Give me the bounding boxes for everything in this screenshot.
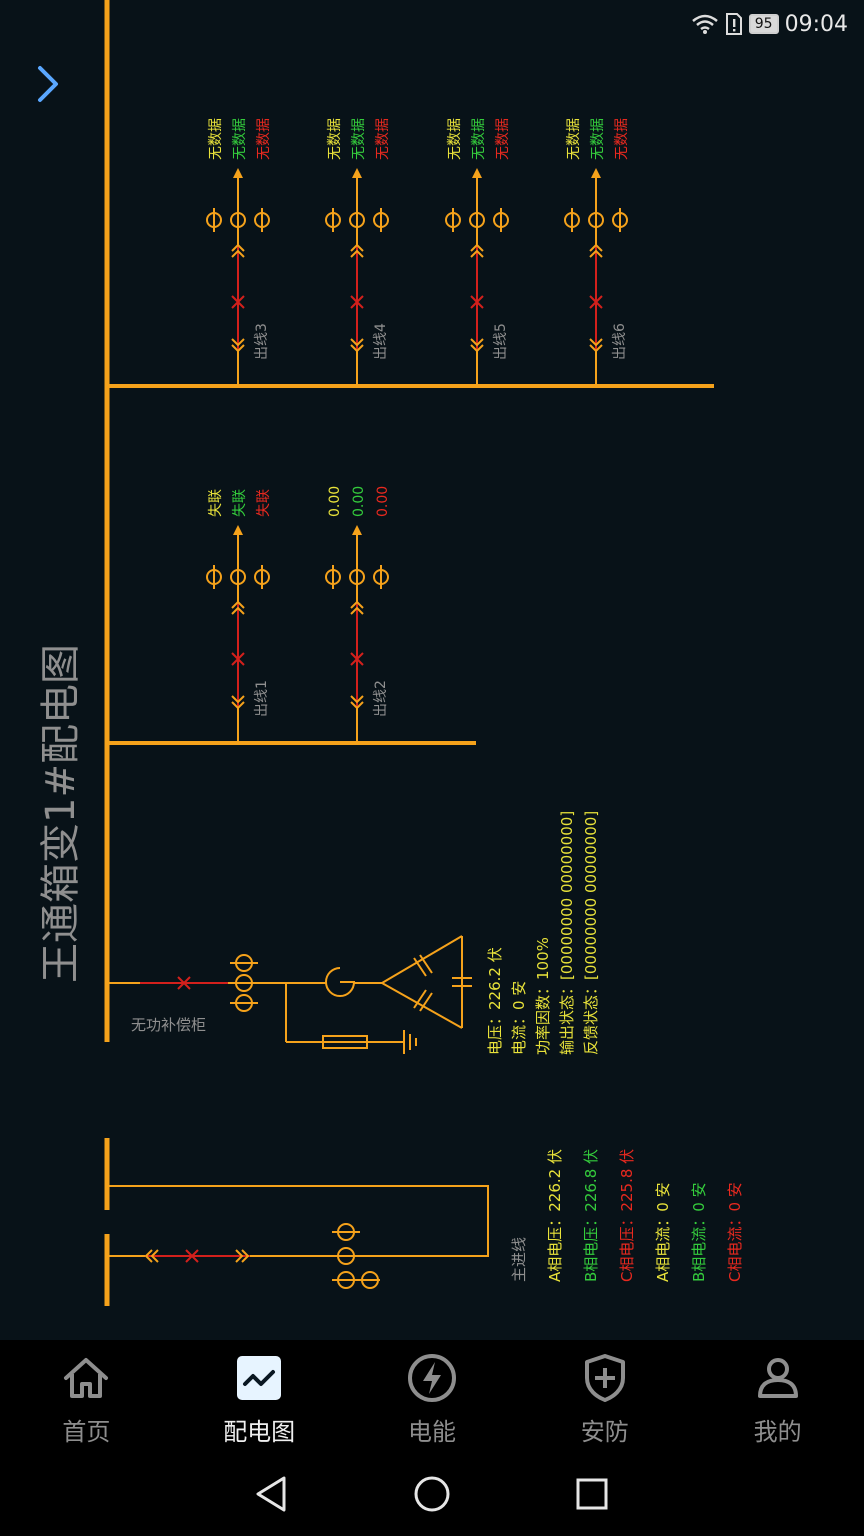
feeder-reading: 无数据 bbox=[256, 118, 272, 160]
feeder: 出线5无数据无数据无数据 bbox=[445, 118, 511, 386]
compensation-reading: 电流：0 安 bbox=[510, 981, 528, 1055]
main-incoming-reading: C相电流：0 安 bbox=[726, 1182, 744, 1282]
main-incoming-reading: B相电流：0 安 bbox=[690, 1182, 708, 1282]
distribution-diagram: 王通箱变1#配电图 出线3无数据无数据无数据出线4无数据无数据无数据出线5无数据… bbox=[38, 0, 744, 1306]
feeder-reading: 0.00 bbox=[375, 486, 391, 517]
feeder-reading: 无数据 bbox=[232, 118, 248, 160]
feeder-reading: 无数据 bbox=[566, 118, 582, 160]
page-title: 王通箱变1#配电图 bbox=[38, 644, 84, 983]
compensation-reading: 反馈状态：[00000000 00000000] bbox=[582, 811, 600, 1055]
nav-label-diagram: 配电图 bbox=[223, 1418, 296, 1446]
lightning-icon bbox=[407, 1354, 456, 1402]
feeder-label: 出线4 bbox=[373, 323, 389, 360]
nav-label-energy: 电能 bbox=[407, 1418, 456, 1446]
feeder-label: 出线2 bbox=[373, 680, 389, 717]
feeder: 出线1失联失联失联 bbox=[206, 489, 272, 743]
sim-alert-icon bbox=[725, 13, 742, 35]
compensation-label: 无功补偿柜 bbox=[131, 1016, 206, 1034]
chart-icon bbox=[237, 1356, 282, 1400]
home-icon bbox=[64, 1358, 109, 1398]
compensation-cabinet: 无功补偿柜 bbox=[107, 935, 472, 1054]
nav-item-security[interactable]: 安防 bbox=[518, 1340, 691, 1456]
recents-square-icon[interactable] bbox=[572, 1474, 612, 1514]
feeder-label: 出线6 bbox=[612, 323, 628, 360]
bottom-nav: 首页 配电图 电能 安防 我的 bbox=[0, 1340, 864, 1456]
main-incoming-reading: A相电压：226.2 伏 bbox=[546, 1149, 564, 1282]
feeder: 出线4无数据无数据无数据 bbox=[325, 118, 391, 386]
feeder-reading: 无数据 bbox=[447, 118, 463, 160]
user-icon bbox=[757, 1358, 798, 1398]
home-circle-icon[interactable] bbox=[412, 1474, 452, 1514]
feeder-reading: 无数据 bbox=[495, 118, 511, 160]
feeder-reading: 无数据 bbox=[208, 118, 224, 160]
chevron-right-icon[interactable] bbox=[30, 62, 66, 106]
feeder-reading: 无数据 bbox=[375, 118, 391, 160]
feeder: 出线2 0.00 0.00 0.00 bbox=[325, 486, 391, 743]
feeder-label: 出线5 bbox=[493, 323, 509, 360]
clock: 09:04 bbox=[784, 11, 848, 37]
compensation-reading: 电压：226.2 伏 bbox=[486, 947, 504, 1055]
nav-item-mine[interactable]: 我的 bbox=[691, 1340, 864, 1456]
feeder-reading: 无数据 bbox=[471, 118, 487, 160]
feeder-reading: 0.00 bbox=[327, 486, 343, 517]
back-triangle-icon[interactable] bbox=[252, 1474, 292, 1514]
main-incoming bbox=[104, 1138, 489, 1306]
main-incoming-reading: A相电流：0 安 bbox=[654, 1182, 672, 1282]
system-nav-bar bbox=[0, 1456, 864, 1536]
nav-label-security: 安防 bbox=[580, 1418, 629, 1446]
main-incoming-reading: B相电压：226.8 伏 bbox=[582, 1149, 600, 1282]
status-bar: 95 09:04 bbox=[691, 8, 848, 40]
nav-label-mine: 我的 bbox=[753, 1418, 802, 1446]
nav-item-energy[interactable]: 电能 bbox=[346, 1340, 519, 1456]
battery-indicator: 95 bbox=[748, 14, 779, 34]
shield-plus-icon bbox=[584, 1354, 625, 1402]
feeder-reading: 无数据 bbox=[590, 118, 606, 160]
wifi-icon bbox=[691, 14, 718, 34]
nav-item-home[interactable]: 首页 bbox=[0, 1340, 173, 1456]
compensation-reading: 功率因数：100% bbox=[534, 937, 552, 1055]
nav-item-diagram[interactable]: 配电图 bbox=[173, 1340, 346, 1456]
feeder-reading: 无数据 bbox=[351, 118, 367, 160]
feeder-reading: 失联 bbox=[232, 489, 248, 517]
feeder: 出线3无数据无数据无数据 bbox=[206, 118, 272, 386]
main-incoming-reading: C相电压：225.8 伏 bbox=[618, 1149, 636, 1282]
feeder: 出线6无数据无数据无数据 bbox=[564, 118, 630, 386]
feeder-reading: 失联 bbox=[208, 489, 224, 517]
feeder-label: 出线1 bbox=[254, 680, 270, 717]
compensation-reading: 输出状态：[00000000 00000000] bbox=[558, 811, 576, 1055]
feeder-reading: 无数据 bbox=[327, 118, 343, 160]
feeder-reading: 失联 bbox=[256, 489, 272, 517]
feeder-reading: 0.00 bbox=[351, 486, 367, 517]
feeder-label: 出线3 bbox=[254, 323, 270, 360]
nav-label-home: 首页 bbox=[62, 1418, 111, 1446]
main-incoming-label: 主进线 bbox=[510, 1237, 528, 1282]
feeder-reading: 无数据 bbox=[614, 118, 630, 160]
